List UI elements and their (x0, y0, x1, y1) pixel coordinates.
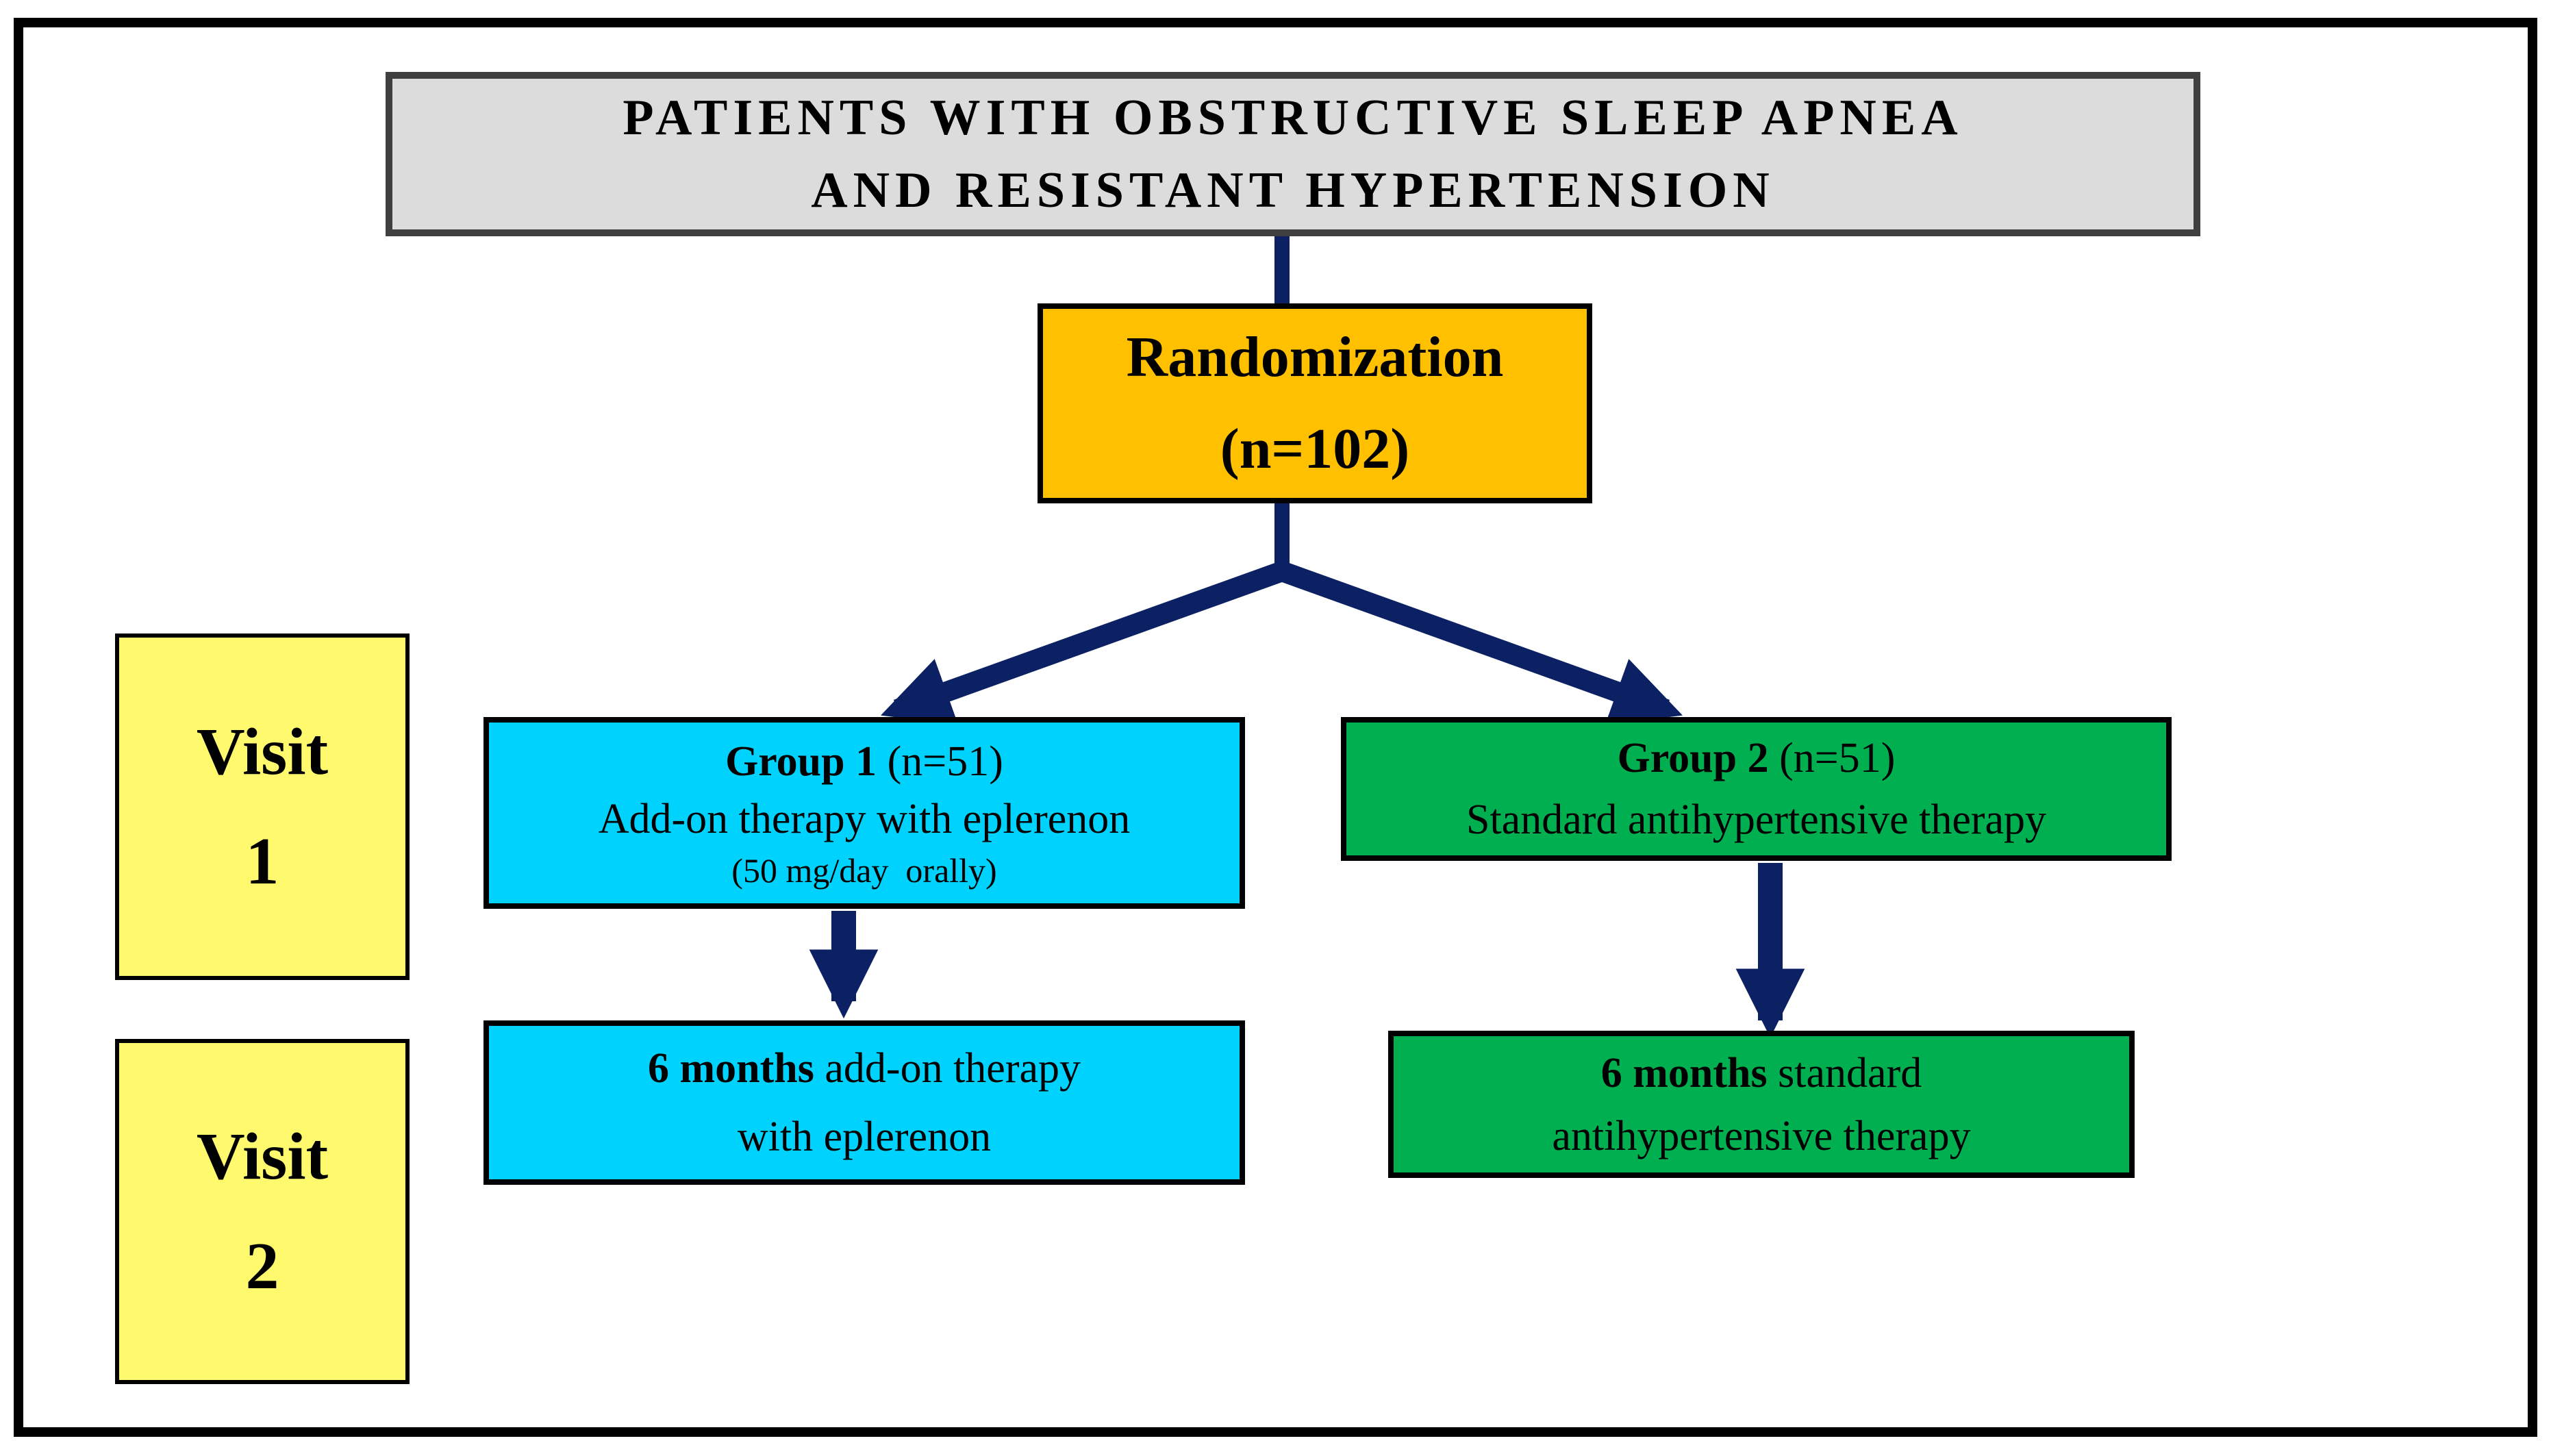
randomization-box: Randomization (n=102) (1038, 303, 1592, 503)
outcome-2-duration: 6 months (1600, 1049, 1768, 1096)
group-1-box: Group 1 (n=51) Add-on therapy with epler… (483, 717, 1245, 909)
outcome-2-line-2: antihypertensive therapy (1552, 1112, 1971, 1159)
outcome-2-box: 6 months standard antihypertensive thera… (1388, 1031, 2135, 1178)
outcome-2-line-1: 6 months standard (1601, 1042, 1922, 1105)
visit-2-number: 2 (245, 1229, 279, 1303)
visit-1-number: 1 (245, 825, 279, 899)
outcome-1-duration: 6 months (648, 1045, 814, 1092)
title-line-2: AND RESISTANT HYPERTENSION (811, 162, 1775, 218)
group-1-name: Group 1 (725, 738, 877, 785)
group-2-therapy-line: Standard antihypertensive therapy (1466, 796, 2047, 843)
visit-2-label: Visit (196, 1120, 329, 1194)
group-2-n-label: (n=51) (1779, 735, 1896, 781)
randomization-n-label: (n=102) (1220, 417, 1410, 481)
outcome-1-rest: add-on therapy (825, 1045, 1081, 1092)
outcome-1-line-1: 6 months add-on therapy (648, 1034, 1081, 1103)
group-1-therapy-line: Add-on therapy with eplerenon (598, 796, 1131, 842)
outcome-1-box: 6 months add-on therapy with eplerenon (483, 1020, 1245, 1185)
title-box: PATIENTS WITH OBSTRUCTIVE SLEEP APNEA AN… (386, 72, 2200, 236)
group-2-title-line: Group 2 (n=51) (1618, 727, 1896, 789)
outcome-2-rest: standard (1778, 1049, 1922, 1096)
group-1-dose-line: (50 mg/day orally) (731, 851, 997, 890)
group-2-name: Group 2 (1617, 735, 1769, 781)
randomization-label: Randomization (1126, 325, 1504, 389)
group-1-n-label: (n=51) (887, 738, 1003, 785)
outcome-1-line-2: with eplerenon (737, 1114, 992, 1160)
group-2-box: Group 2 (n=51) Standard antihypertensive… (1341, 717, 2172, 861)
outer-frame (14, 18, 2537, 1437)
group-1-title-line: Group 1 (n=51) (725, 733, 1003, 790)
visit-1-box: Visit 1 (115, 633, 410, 980)
visit-2-box: Visit 2 (115, 1039, 410, 1384)
title-line-1: PATIENTS WITH OBSTRUCTIVE SLEEP APNEA (623, 90, 1963, 146)
visit-1-label: Visit (196, 715, 329, 789)
